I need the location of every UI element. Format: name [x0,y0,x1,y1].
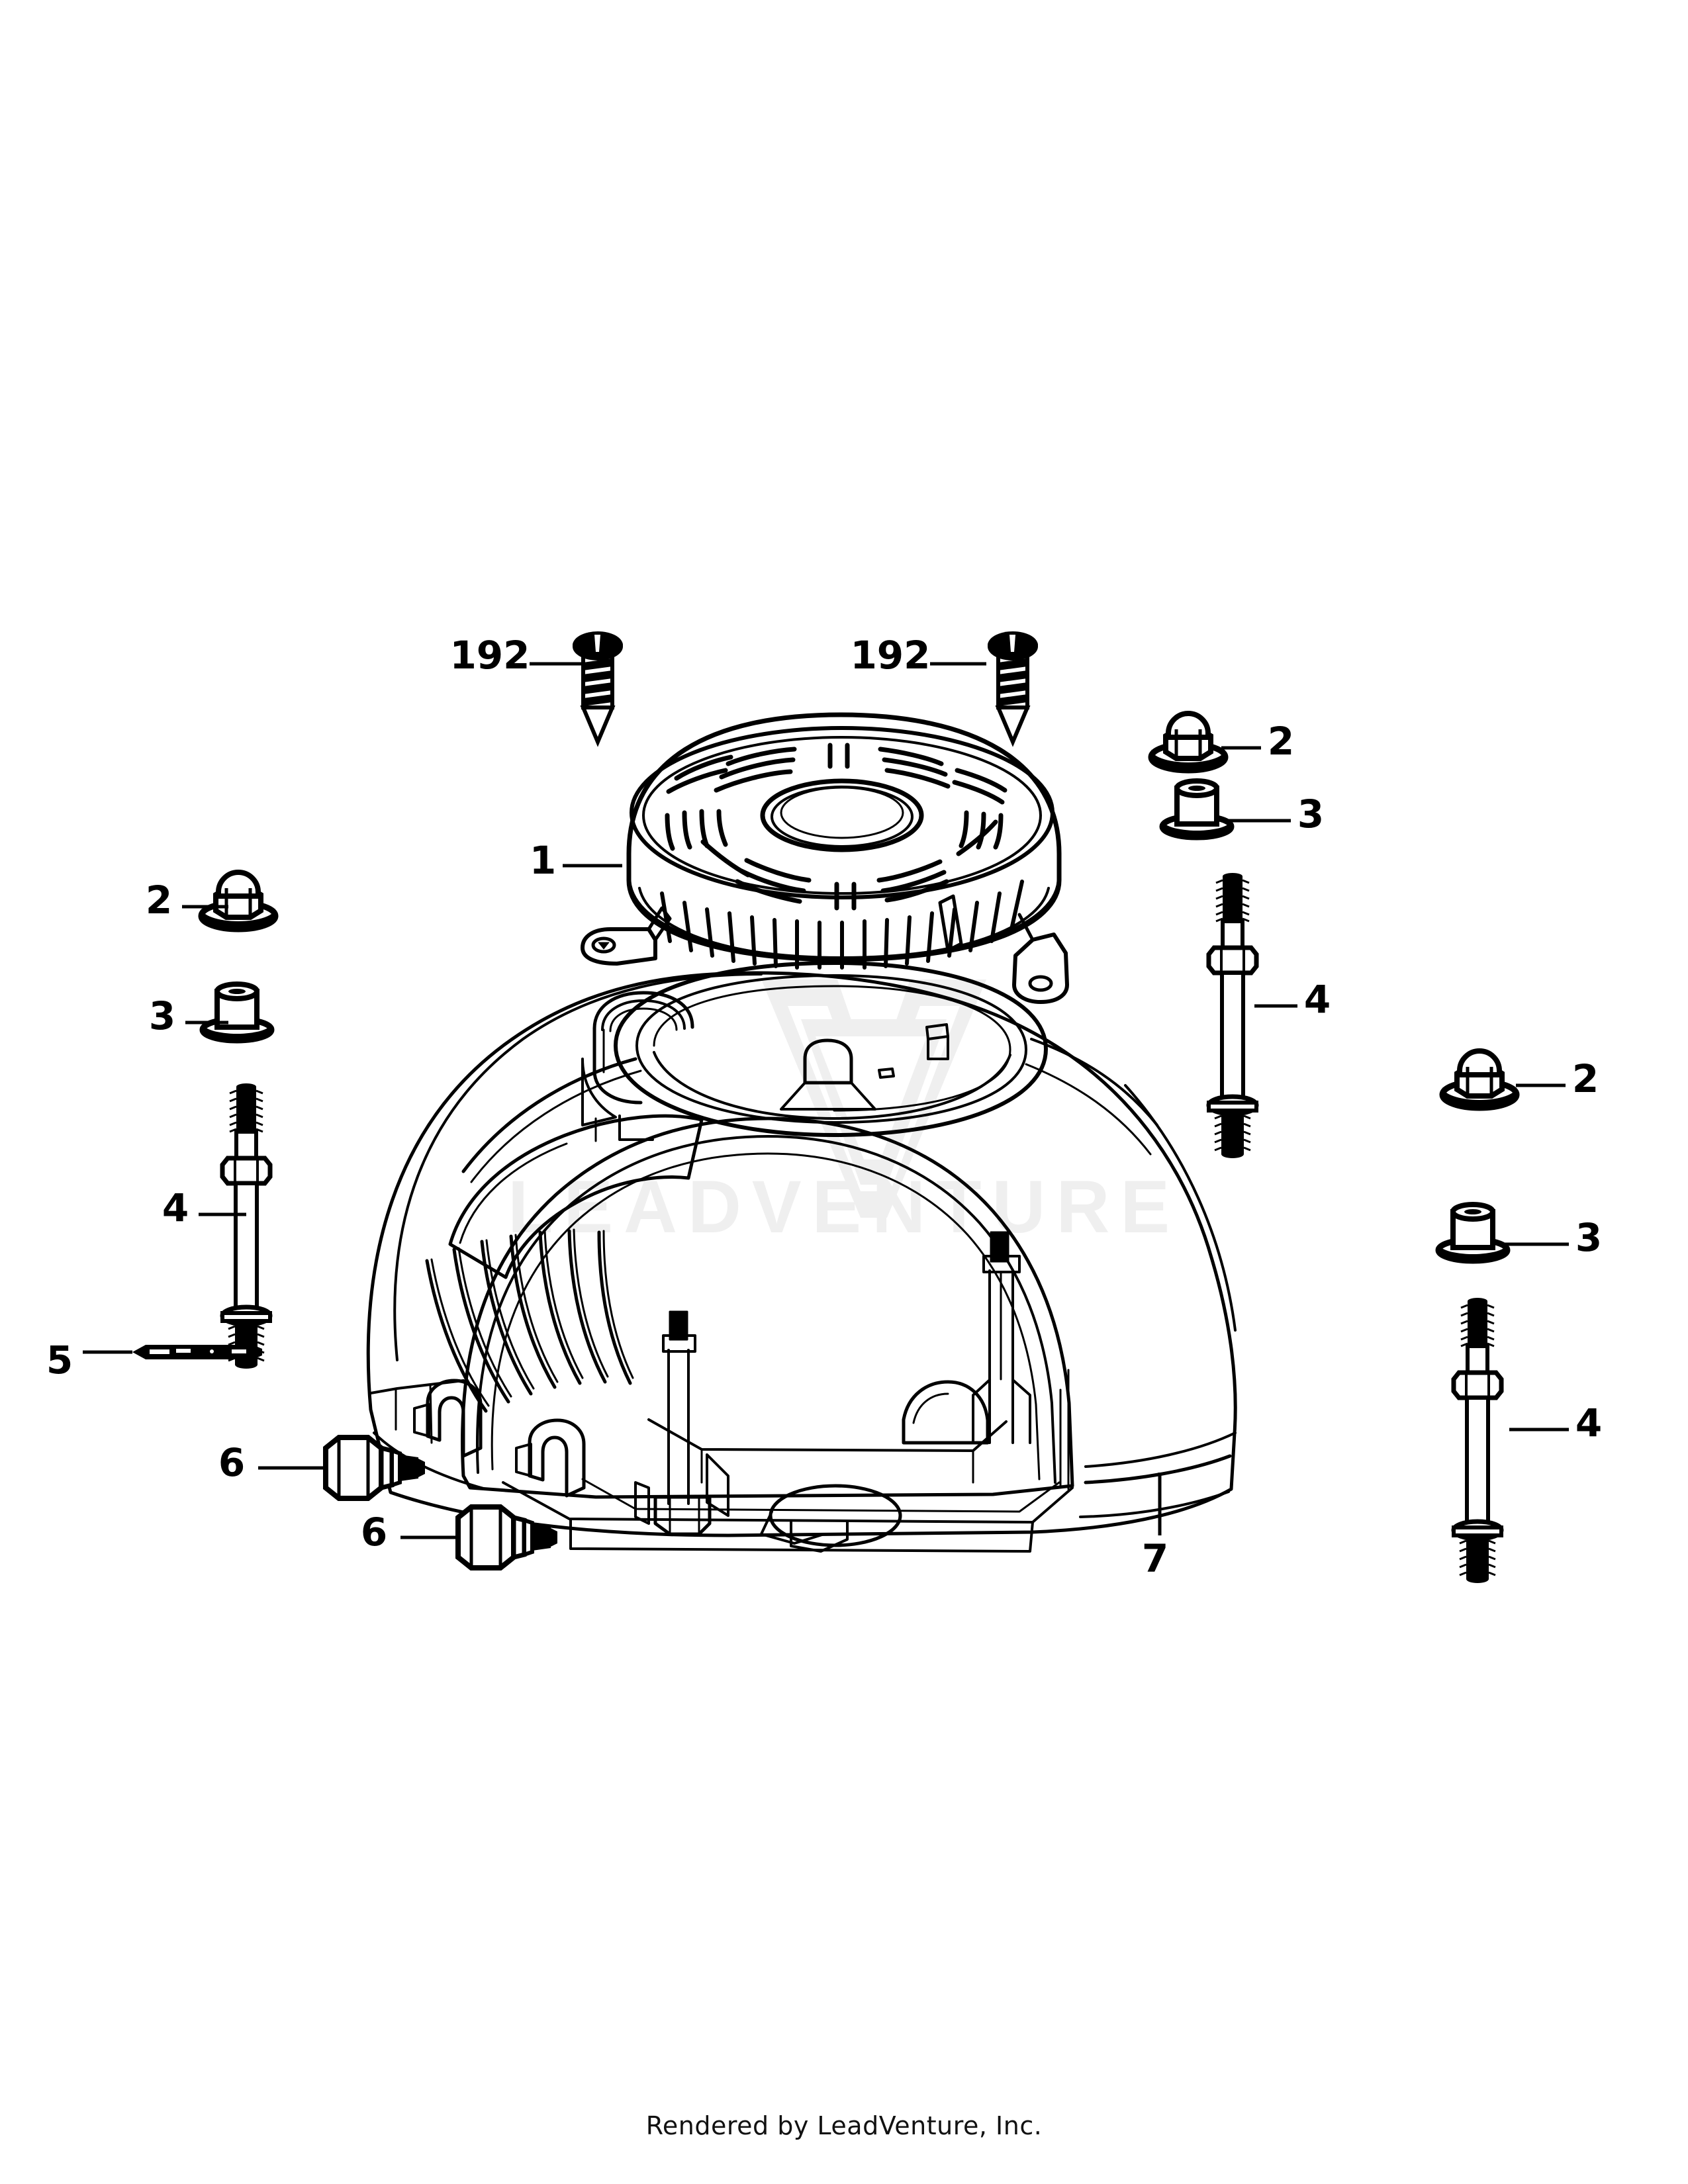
callout-number: 4 [1304,977,1331,1022]
callout-7-blower-housing: 7 [1142,1473,1168,1581]
callout-number: 5 [46,1338,73,1383]
callout-6-drain-plug: 6 [361,1510,457,1555]
callout-192-screw: 192 [850,633,986,678]
recoil-starter-cover-icon [581,712,1069,1004]
drain-plug-icon [458,1507,557,1568]
spring-pin-icon [132,1345,262,1359]
callout-4-shoulder-bolt: 4 [1509,1400,1602,1445]
drain-plug-icon [326,1437,425,1498]
callout-4-shoulder-bolt: 4 [1254,977,1331,1022]
spacer-bushing-icon [203,984,271,1040]
callout-number: 6 [361,1510,387,1555]
flange-nut-icon [201,872,275,929]
callout-number: 2 [1572,1056,1599,1101]
callout-number: 4 [162,1185,189,1230]
callout-192-screw: 192 [449,633,583,678]
tapping-screw-icon [988,631,1038,742]
spacer-bushing-icon [1438,1205,1507,1261]
callout-number: 6 [218,1440,245,1485]
shoulder-bolt-icon [1209,873,1256,1158]
callout-2-flange-nut: 2 [1221,719,1294,764]
callout-number: 3 [149,993,175,1038]
flange-nut-icon [1151,713,1225,770]
callout-3-spacer-bushing: 3 [1503,1215,1602,1260]
callout-2-flange-nut: 2 [146,878,228,923]
callout-number: 192 [850,633,930,678]
callout-4-shoulder-bolt: 4 [162,1185,246,1230]
callout-number: 4 [1575,1400,1602,1445]
callout-number: 1 [530,838,556,883]
shoulder-bolt-icon [1454,1298,1501,1583]
callout-3-spacer-bushing: 3 [149,993,228,1038]
tapping-screw-icon [573,631,623,742]
callout-2-flange-nut: 2 [1516,1056,1599,1101]
callout-3-spacer-bushing: 3 [1228,792,1324,837]
blower-housing-icon [366,961,1237,1553]
spacer-bushing-icon [1162,781,1231,837]
callout-number: 3 [1575,1215,1602,1260]
footer-credit: Rendered by LeadVenture, Inc. [645,2111,1043,2140]
callout-5-spring-pin: 5 [46,1338,132,1383]
callout-number: 2 [146,878,172,923]
watermark-text: LEADVENTURE [508,1165,1180,1248]
callout-1-recoil-starter-cover: 1 [530,838,622,883]
callout-number: 2 [1268,719,1294,764]
callout-number: 192 [449,633,530,678]
callout-6-drain-plug: 6 [218,1440,324,1485]
shoulder-bolt-icon [222,1083,270,1369]
flange-nut-icon [1442,1051,1517,1108]
callout-number: 7 [1142,1536,1168,1581]
callout-number: 3 [1297,792,1324,837]
